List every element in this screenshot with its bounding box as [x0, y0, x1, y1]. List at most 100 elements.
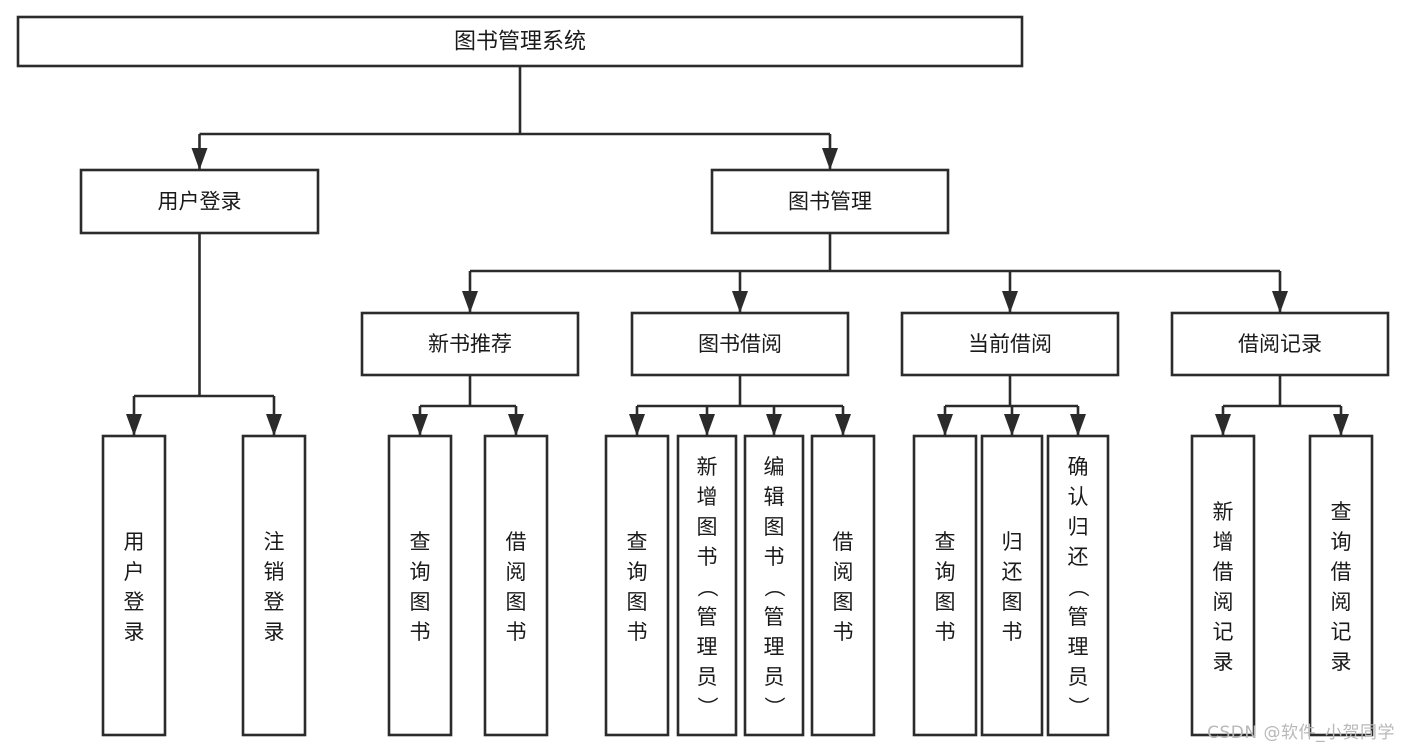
node-label-char: 询 [410, 560, 431, 584]
node-root-system[interactable]: 图书管理系统 [16, 15, 1024, 68]
node-label: 用户登录 [158, 190, 242, 214]
node-label-char: 询 [935, 560, 956, 584]
node-label-char: 新 [697, 455, 718, 479]
node-label-char: 查 [935, 530, 956, 554]
node-borrow-record[interactable]: 借阅记录 [1170, 311, 1390, 377]
node-box [1170, 311, 1390, 377]
node-box [604, 434, 670, 737]
node-label-char: （ [1066, 576, 1090, 597]
node-label-char: 还 [1002, 560, 1023, 584]
node-label-char: 借 [1213, 560, 1234, 584]
node-label: 当前借阅 [968, 332, 1052, 356]
node-box [1046, 434, 1110, 737]
node-label-char: 记 [1213, 620, 1234, 644]
node-box [630, 311, 850, 377]
arrow-head-icon [1002, 291, 1018, 313]
node-label-char: 借 [506, 530, 527, 554]
arrow-head-icon [699, 414, 715, 436]
node-label-char: 图 [627, 590, 648, 614]
node-label-char: 录 [264, 620, 285, 644]
node-label-char: 员 [1068, 665, 1089, 689]
node-current-borrow[interactable]: 当前借阅 [900, 311, 1120, 377]
node-label-char: 归 [1002, 530, 1023, 554]
node-label-char: 记 [1331, 620, 1352, 644]
node-box [483, 434, 549, 737]
node-label-char: 图 [506, 590, 527, 614]
node-box [810, 434, 876, 737]
node-label-char: 图 [833, 590, 854, 614]
arrow-head-icon [835, 414, 851, 436]
node-label-char: 注 [264, 530, 285, 554]
node-label-char: 确 [1068, 455, 1089, 479]
node-box [79, 168, 320, 235]
node-new-book-recommend[interactable]: 新书推荐 [360, 311, 580, 377]
node-label-char: 员 [697, 665, 718, 689]
node-label-char: 登 [124, 590, 145, 614]
node-label-char: 销 [264, 560, 285, 584]
node-label-char: 编 [764, 455, 785, 479]
node-user-login[interactable]: 用户登录 [79, 168, 320, 235]
node-label-char: 增 [1213, 530, 1234, 554]
node-book-management[interactable]: 图书管理 [710, 168, 950, 235]
node-box [387, 434, 453, 737]
arrow-head-icon [1215, 414, 1231, 436]
node-label-char: 书 [627, 620, 648, 644]
node-label: 图书借阅 [698, 332, 782, 356]
arrow-head-icon [822, 148, 838, 170]
node-label-char: ） [1066, 696, 1090, 717]
node-label-char: 借 [833, 530, 854, 554]
node-label-char: 书 [1002, 620, 1023, 644]
node-label-char: 录 [1331, 650, 1352, 674]
leaf-user-login[interactable]: 用户登录 [101, 434, 167, 737]
node-label-char: 图 [764, 515, 785, 539]
node-label-char: 归 [1068, 515, 1089, 539]
node-label: 图书管理 [788, 190, 872, 214]
node-label-char: 书 [764, 545, 785, 569]
node-label-char: 图 [697, 515, 718, 539]
node-label-char: 书 [410, 620, 431, 644]
node-label-char: 管 [764, 605, 785, 629]
node-label: 图书管理系统 [454, 30, 586, 55]
node-label: 新书推荐 [428, 332, 512, 356]
node-label-char: 书 [935, 620, 956, 644]
arrow-head-icon [1333, 414, 1349, 436]
node-label-char: 登 [264, 590, 285, 614]
arrow-head-icon [766, 414, 782, 436]
node-box [912, 434, 978, 737]
node-label-char: （ [695, 576, 719, 597]
node-label-char: 理 [697, 635, 718, 659]
node-label-char: 用 [124, 530, 145, 554]
node-label-char: 书 [506, 620, 527, 644]
node-label-char: 增 [697, 485, 718, 509]
node-book-borrow[interactable]: 图书借阅 [630, 311, 850, 377]
node-label-char: 管 [697, 605, 718, 629]
node-label: 借阅记录 [1238, 332, 1322, 356]
node-label-char: 管 [1068, 605, 1089, 629]
arrow-head-icon [1004, 414, 1020, 436]
node-layer: 图书管理系统用户登录图书管理新书推荐图书借阅当前借阅借阅记录用户登录注销登录查询… [16, 15, 1390, 737]
node-label-char: 阅 [506, 560, 527, 584]
node-label-char: 图 [1002, 590, 1023, 614]
node-box [1190, 434, 1256, 737]
node-label-char: 阅 [1331, 590, 1352, 614]
node-label-char: ） [695, 696, 719, 717]
node-box [743, 434, 805, 737]
node-label-char: 书 [833, 620, 854, 644]
arrow-head-icon [732, 291, 748, 313]
arrow-head-icon [629, 414, 645, 436]
arrow-head-icon [937, 414, 953, 436]
node-label-char: 员 [764, 665, 785, 689]
